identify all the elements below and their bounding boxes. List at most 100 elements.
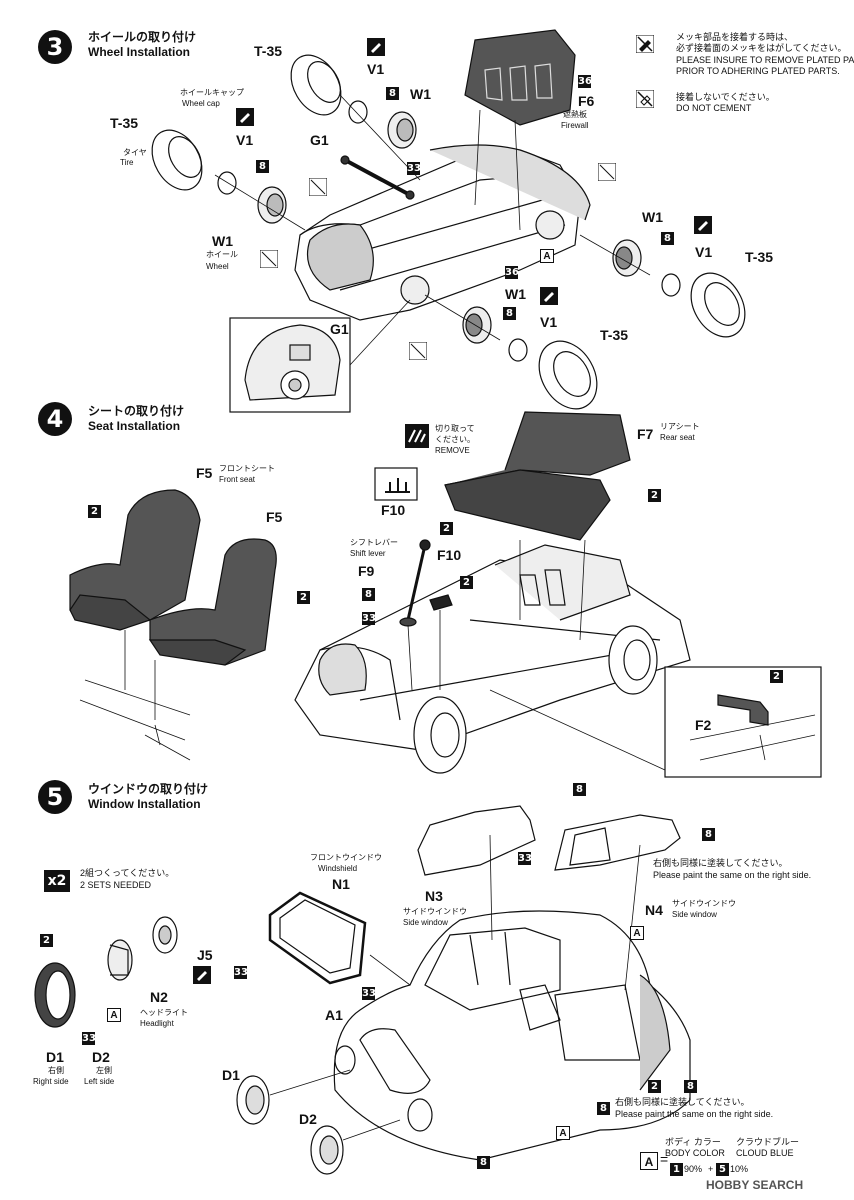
label-d2-body: D2 — [299, 1111, 317, 1127]
plated-icon-2 — [236, 108, 254, 126]
cut-remove-icon — [405, 424, 429, 448]
label-g1: G1 — [310, 132, 329, 148]
shift-en: Shift lever — [350, 549, 386, 558]
num-2-f2: 2 — [770, 670, 783, 683]
num-2-f10: 2 — [460, 576, 473, 589]
mix-color-1: 1 — [670, 1163, 683, 1176]
tire-en: Tire — [120, 158, 134, 167]
firewall-en: Firewall — [561, 121, 589, 130]
sets-ja: 2組つくってください。 — [80, 868, 175, 878]
label-d1-body: D1 — [222, 1067, 240, 1083]
f5-ja: フロントシート — [219, 464, 275, 473]
label-v1-bottom: V1 — [540, 314, 558, 330]
label-v1-right: V1 — [695, 244, 713, 260]
label-w1-bottom: W1 — [505, 286, 526, 302]
firewall-ja: 遮熱板 — [563, 110, 587, 119]
plated-icon-4 — [540, 287, 558, 305]
wheelcap-ja: ホイールキャップ — [180, 88, 244, 97]
num-2-body: 2 — [648, 1080, 661, 1093]
num-2-shift: 2 — [440, 522, 453, 535]
num-33-n1: 33 — [234, 966, 248, 979]
label-f2: F2 — [695, 717, 712, 733]
no-cement-icon-3 — [597, 162, 617, 182]
label-v1-left: V1 — [236, 132, 254, 148]
step-3-number: 3 — [38, 30, 72, 64]
wheel-en: Wheel — [206, 262, 229, 271]
step-4-number: 4 — [38, 402, 72, 436]
mix-5-pct: 10% — [730, 1164, 749, 1174]
plated-note-ja2: 必ず接着面のメッキをはがしてください。 — [676, 43, 847, 53]
num-8-front: 8 — [477, 1156, 490, 1169]
f5-en: Front seat — [219, 475, 256, 484]
label-f5-right: F5 — [266, 509, 283, 525]
d2-ja: 左側 — [96, 1066, 112, 1075]
plated-note-ja: メッキ部品を接着する時は、 — [676, 32, 794, 42]
num-8-n4-top: 8 — [573, 783, 586, 796]
d1-ja: 右側 — [48, 1066, 64, 1075]
label-n3: N3 — [425, 888, 443, 904]
label-f10: F10 — [437, 547, 462, 563]
mix-plus: + — [708, 1164, 714, 1174]
num-2-seat-left: 2 — [88, 505, 101, 518]
n1-ja: フロントウインドウ — [310, 853, 382, 862]
right-side-en-bottom: Please paint the same on the right side. — [615, 1109, 774, 1119]
f7-en: Rear seat — [660, 433, 695, 442]
n1-en: Windshield — [318, 864, 358, 873]
body-color-a: A — [640, 1152, 658, 1170]
label-j5: J5 — [197, 947, 213, 963]
plated-icon-1 — [367, 38, 385, 56]
right-side-en-top: Please paint the same on the right side. — [653, 870, 812, 880]
num-8-body-right: 8 — [684, 1080, 697, 1093]
plated-icon-j5 — [193, 966, 211, 984]
label-n4: N4 — [645, 902, 663, 918]
num-33: 33 — [407, 162, 421, 175]
label-g1-detail: G1 — [330, 321, 349, 337]
right-side-ja-bottom: 右側も同様に塗装してください。 — [615, 1097, 750, 1107]
num-33-body: 33 — [362, 987, 376, 1000]
label-n2: N2 — [150, 989, 168, 1005]
step-5-title-en: Window Installation — [88, 797, 201, 811]
remove-en: REMOVE — [435, 446, 470, 455]
label-w1-right: W1 — [642, 209, 663, 225]
num-8-bottom: 8 — [503, 307, 516, 320]
step-3-title-en: Wheel Installation — [88, 45, 191, 59]
num-2-headlight: 2 — [40, 934, 53, 947]
no-cement-icon-2 — [259, 249, 279, 269]
color-a-roof: A — [630, 926, 644, 940]
no-cement-ja: 接着しないでください。 — [676, 92, 775, 102]
n2-ja: ヘッドライト — [140, 1008, 188, 1017]
step-5-number: 5 — [38, 780, 72, 814]
num-8-top: 8 — [386, 87, 399, 100]
mix-color-5: 5 — [716, 1163, 729, 1176]
sets-badge: x2 — [44, 870, 70, 892]
num-36-bottom: 36 — [505, 266, 519, 279]
step-4-title-ja: シートの取り付け — [88, 404, 185, 418]
n2-en: Headlight — [140, 1019, 174, 1028]
label-f6: F6 — [578, 93, 595, 109]
no-cement-icon — [635, 89, 655, 109]
label-w1-left: W1 — [212, 233, 233, 249]
plated-note-en2: PRIOR TO ADHERING PLATED PARTS. — [676, 66, 840, 76]
num-8-shift: 8 — [362, 588, 375, 601]
label-f9: F9 — [358, 563, 375, 579]
n3-en: Side window — [403, 918, 448, 927]
label-n1: N1 — [332, 876, 350, 892]
n4-en: Side window — [672, 910, 717, 919]
body-color-ja: ボディ カラー — [665, 1137, 721, 1147]
label-t35-left: T-35 — [110, 115, 139, 131]
color-a-headlight: A — [107, 1008, 121, 1022]
label-d1: D1 — [46, 1049, 64, 1065]
remove-ja2: ください。 — [435, 435, 475, 444]
label-f10-box: F10 — [381, 502, 406, 518]
no-cement-en: DO NOT CEMENT — [676, 103, 752, 113]
label-t35-bottom: T-35 — [600, 327, 629, 343]
wheelcap-en: Wheel cap — [182, 99, 220, 108]
num-33-shift: 33 — [362, 612, 376, 625]
color-a-body: A — [556, 1126, 570, 1140]
wheel-ja: ホイール — [206, 250, 238, 259]
no-cement-icon-4 — [408, 341, 428, 361]
step-5-title-ja: ウインドウの取り付け — [88, 782, 209, 796]
label-v1-top: V1 — [367, 61, 385, 77]
num-2-rear: 2 — [648, 489, 661, 502]
